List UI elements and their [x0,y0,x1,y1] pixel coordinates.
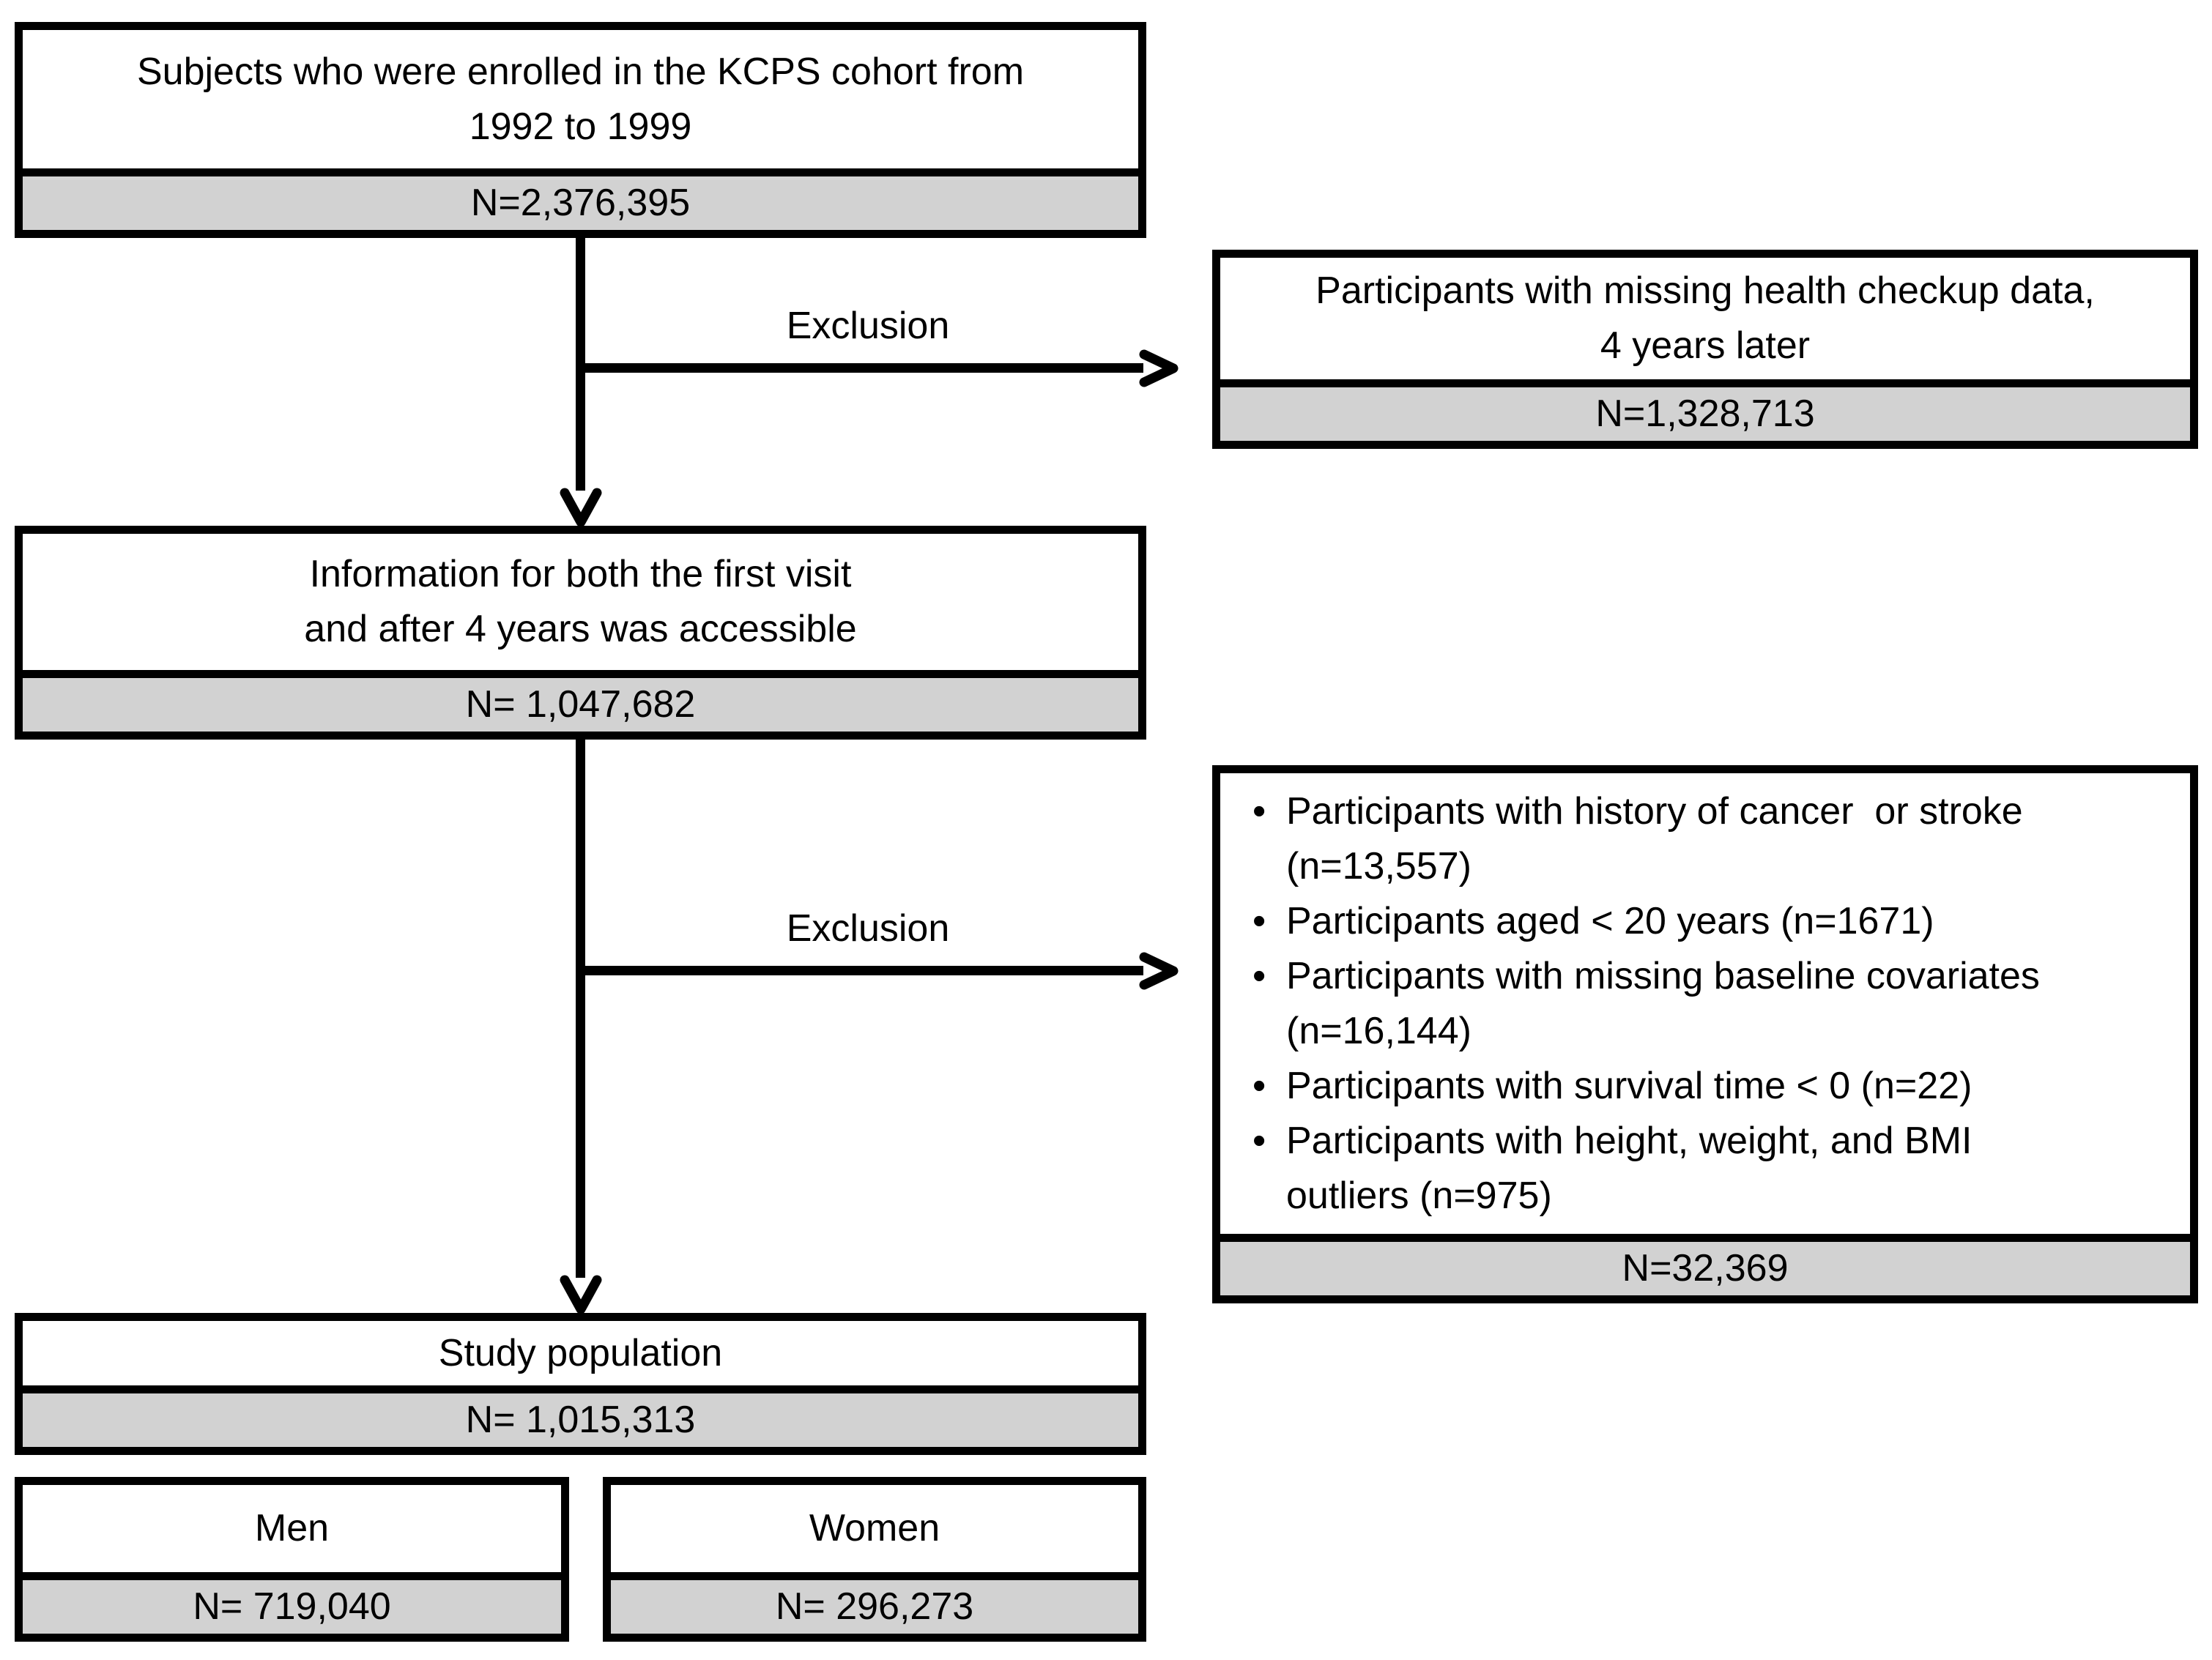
box-women-count: N= 296,273 [611,1572,1138,1634]
exclusion-label-2: Exclusion [786,907,950,950]
arrowhead-right-icon [1139,952,1179,990]
box-excluded-criteria: Participants with history of cancer or s… [1212,765,2198,1303]
excluded-criteria-item: Participants with history of cancer or s… [1252,784,2040,894]
box-men-title: Men [254,1507,330,1549]
box-accessible-info: Information for both the first visit and… [15,526,1146,740]
box-excluded-missing-checkup-title: Participants with missing health checkup… [1315,269,2095,367]
box-study-population-count: N= 1,015,313 [23,1385,1138,1447]
excluded-criteria-item: Participants with survival time < 0 (n=2… [1252,1059,2040,1114]
box-men-count: N= 719,040 [23,1572,561,1634]
excluded-criteria-item: Participants aged < 20 years (n=1671) [1252,894,2040,949]
arrowhead-down-icon [560,488,602,527]
box-excluded-missing-checkup: Participants with missing health checkup… [1212,250,2198,449]
box-cohort-count: N=2,376,395 [23,168,1138,230]
box-study-population: Study population N= 1,015,313 [15,1313,1146,1455]
connector-exclusion-2 [576,966,1143,975]
box-study-population-title: Study population [438,1331,723,1374]
excluded-criteria-list: Participants with history of cancer or s… [1220,777,2055,1231]
box-men: Men N= 719,040 [15,1477,569,1642]
excluded-criteria-item: Participants with missing baseline covar… [1252,949,2040,1059]
box-excluded-criteria-count: N=32,369 [1220,1234,2190,1295]
box-excluded-missing-checkup-count: N=1,328,713 [1220,379,2190,441]
excluded-criteria-list-wrap: Participants with history of cancer or s… [1220,773,2190,1234]
box-accessible-info-title: Information for both the first visit and… [304,553,857,650]
box-cohort-title: Subjects who were enrolled in the KCPS c… [136,50,1025,148]
arrowhead-down-icon [560,1275,602,1314]
box-women-title: Women [809,1507,940,1549]
box-cohort: Subjects who were enrolled in the KCPS c… [15,22,1146,238]
excluded-criteria-item: Participants with height, weight, and BM… [1252,1114,2040,1224]
connector-accessible-to-study [576,740,585,1278]
box-accessible-info-count: N= 1,047,682 [23,670,1138,732]
exclusion-label-1: Exclusion [786,305,950,347]
arrowhead-right-icon [1139,349,1179,387]
box-women: Women N= 296,273 [603,1477,1146,1642]
connector-exclusion-1 [576,363,1143,373]
